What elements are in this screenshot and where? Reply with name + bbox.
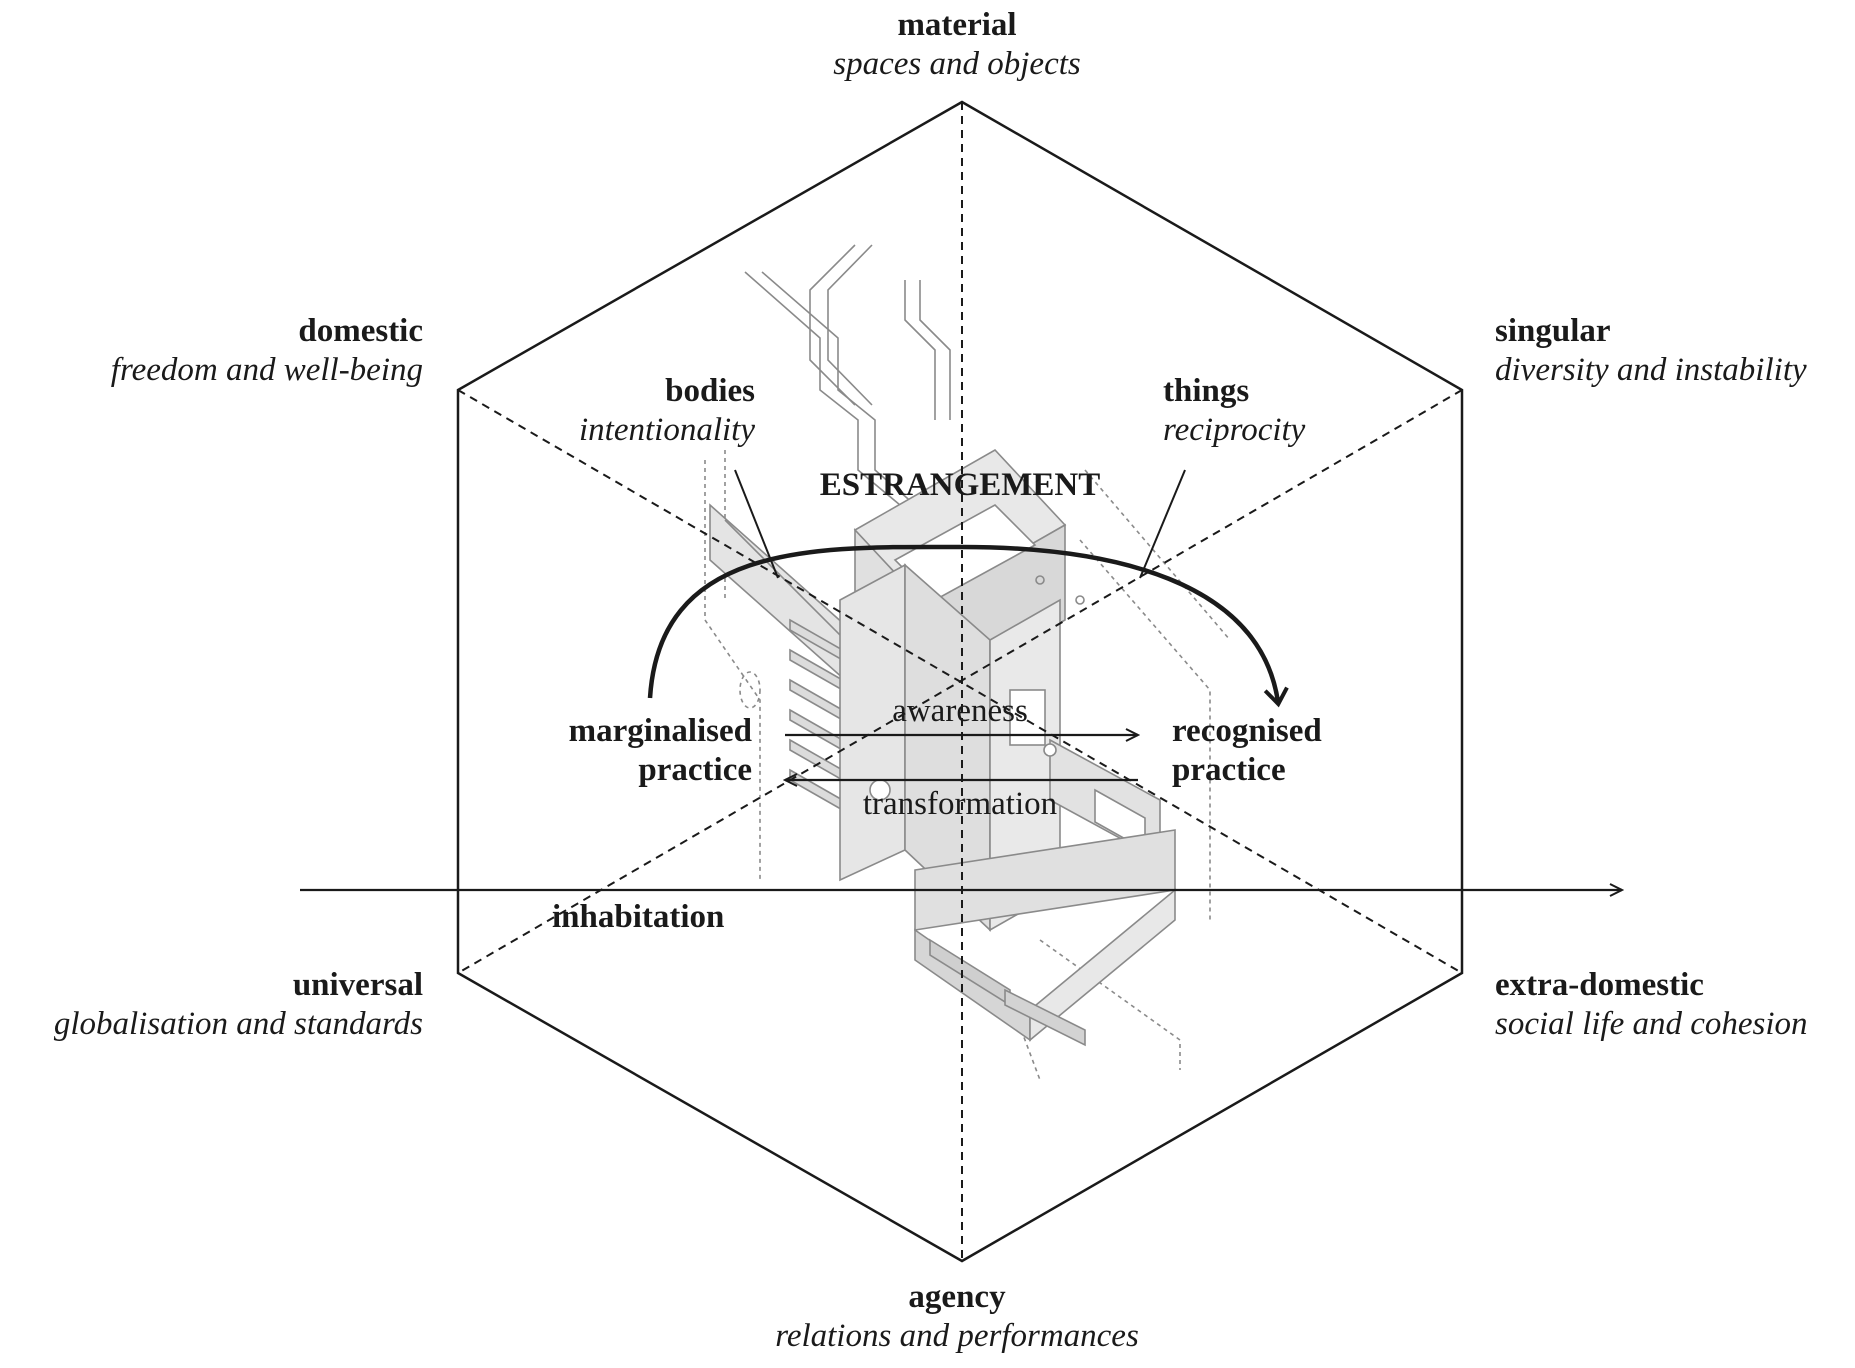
- vertex-domestic-title: domestic: [298, 313, 423, 349]
- vertex-extra-domestic: extra-domestic social life and cohesion: [1495, 966, 1808, 1044]
- label-bodies: bodies intentionality: [579, 372, 755, 450]
- label-inhabitation: inhabitation: [552, 899, 725, 935]
- label-estrangement: ESTRANGEMENT: [819, 467, 1101, 503]
- vertex-domestic: domestic freedom and well-being: [111, 312, 423, 390]
- label-awareness: awareness: [892, 693, 1028, 729]
- dashed-diagonals: [457, 102, 1463, 1261]
- things-subtitle: reciprocity: [1163, 411, 1306, 448]
- label-transformation: transformation: [862, 786, 1058, 822]
- vertex-material: material spaces and objects: [833, 6, 1080, 84]
- vertex-domestic-subtitle: freedom and well-being: [110, 351, 423, 388]
- vertex-universal-subtitle: globalisation and standards: [53, 1005, 423, 1042]
- estrangement-arrow: [647, 544, 1289, 708]
- bodies-title: bodies: [665, 373, 755, 409]
- vertex-singular-subtitle: diversity and instability: [1495, 351, 1807, 388]
- things-leader-line: [1139, 469, 1186, 579]
- vertex-universal: universal globalisation and standards: [54, 966, 423, 1044]
- vertex-extra-domestic-subtitle: social life and cohesion: [1495, 1005, 1808, 1042]
- vertex-universal-title: universal: [292, 967, 423, 1003]
- things-title: things: [1163, 373, 1250, 409]
- vertex-agency-subtitle: relations and performances: [775, 1317, 1139, 1354]
- bodies-subtitle: intentionality: [579, 411, 755, 448]
- isometric-furniture-drawing: [704, 244, 1231, 1081]
- marginalised-line1: marginalised: [568, 713, 752, 749]
- label-things: things reciprocity: [1163, 372, 1305, 450]
- vertex-material-subtitle: spaces and objects: [833, 45, 1081, 82]
- vertex-agency-title: agency: [908, 1279, 1006, 1315]
- vertex-singular-title: singular: [1495, 313, 1611, 349]
- marginalised-line2: practice: [638, 751, 752, 788]
- vertex-extra-domestic-title: extra-domestic: [1495, 967, 1704, 1003]
- recognised-line1: recognised: [1172, 713, 1322, 749]
- recognised-line2: practice: [1172, 751, 1286, 788]
- label-recognised-practice: recognised practice: [1172, 712, 1322, 790]
- vertex-agency: agency relations and performances: [775, 1278, 1139, 1356]
- vertex-singular: singular diversity and instability: [1495, 312, 1807, 390]
- label-marginalised-practice: marginalised practice: [569, 712, 752, 790]
- bodies-leader-line: [734, 469, 779, 579]
- vertex-material-title: material: [897, 7, 1017, 43]
